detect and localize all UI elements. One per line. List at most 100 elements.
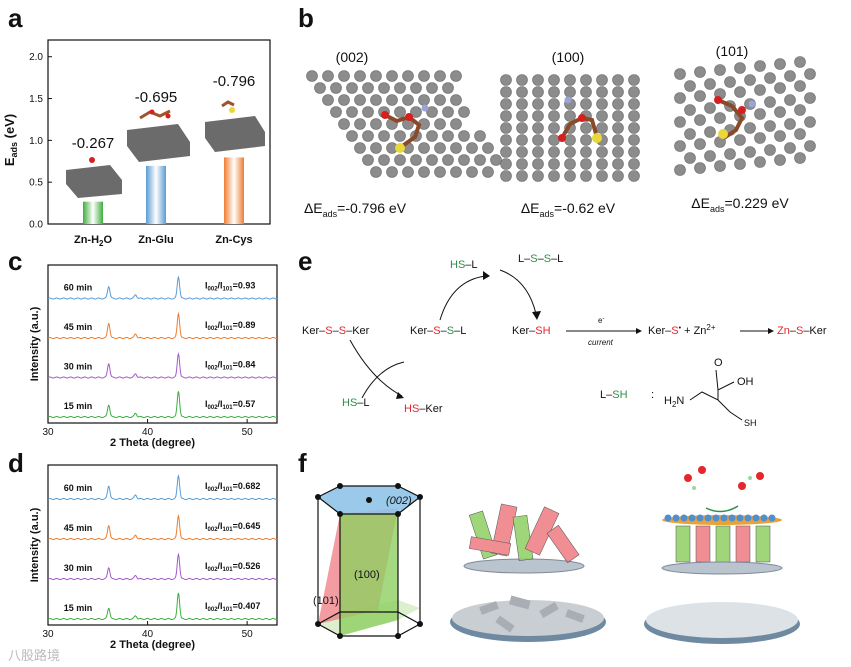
energy-002: ΔEads=-0.796 eV [304,200,407,219]
panelC-ratio-0: I002/I101=0.93 [205,281,255,293]
panelC-xtick-label: 30 [42,427,54,438]
panelD-series-name-2: 30 min [64,563,93,573]
l-sh-label: L–SH [600,389,628,401]
panelD-frame [47,464,278,626]
panelD-xtick-label: 40 [142,629,154,640]
panelC-ratio-2: I002/I101=0.84 [205,360,255,372]
a-ytick-label: 2.0 [29,52,43,63]
ker-sh: Ker–SH [512,325,551,337]
panelD-xlabel: 2 Theta (degree) [110,639,195,651]
zn-s-ker-product: Zn–S–Ker [777,325,827,337]
hs-l-top: HS–L [450,259,478,271]
a-value-label-0: -0.267 [72,135,115,152]
facet-100-label: (100) [552,49,585,65]
slab-zn-cys [205,100,265,152]
a-bar-0 [83,201,103,224]
a-category-0: Zn-H2O [74,234,113,248]
a-ytick-label: 1.0 [29,136,43,147]
panelC-frame [47,264,278,424]
panelC-series-1 [47,311,277,339]
facet-101-label-f: (101) [313,595,339,607]
a-ytick-label: 0.5 [29,178,43,189]
panelD-xtick-label: 50 [242,629,254,640]
hs-l-bottom: HS–L [342,397,370,409]
panelD-series-2 [47,552,278,581]
cysteine-structure: OH O H2N SH [664,357,757,428]
panel-d-xrd-chart: 60 min I002/I101=0.682 45 min I002/I101=0.6… [29,464,278,651]
panel-f-schematic: (002) (100) (101) [313,466,800,644]
slab-zn-h2o [66,157,122,198]
disulfide-l-product: L–S–S–L [518,253,563,265]
a-category-1: Zn-Glu [138,234,173,246]
a-ytick-label: 0.0 [29,220,43,231]
panelC-ylabel: Intensity (a.u.) [29,306,41,381]
energy-100: ΔEads=-0.62 eV [521,200,616,219]
ker-thiyl-radical: Ker–S• + Zn2+ [648,323,716,337]
electron-label: e- [598,316,604,325]
ker-s-s-l: Ker–S–S–L [410,325,466,337]
panelD-ylabel: Intensity (a.u.) [29,507,41,582]
panel-a-bar-chart: 0.0 0.5 1.0 1.5 2.0 -0.267 -0.695 -0.796 Zn-H2… [2,39,271,248]
molecule-100 [558,96,602,143]
ker-s-s-ker: Ker–S–S–Ker [302,325,370,337]
panelD-ratio-1: I002/I101=0.645 [205,521,260,533]
panelC-ratio-1: I002/I101=0.89 [205,320,255,332]
panelD-xtick-label: 30 [42,629,54,640]
random-deposition-illustration [450,503,606,642]
panelD-series-0 [47,474,278,501]
panelC-series-0 [47,275,277,300]
colon: : [651,389,654,401]
facet-101-label: (101) [716,43,749,59]
a-ytick-label: 1.5 [29,94,43,105]
panel-d-letter: d [8,448,24,478]
facet-002-label: (002) [336,49,369,65]
facet-100-label-f: (100) [354,569,380,581]
panelD-ratio-2: I002/I101=0.526 [205,561,260,573]
molecule-101 [714,96,756,140]
panelD-series-name-3: 15 min [64,603,93,613]
panel-a-letter: a [8,3,23,33]
panelD-series-3 [47,592,278,621]
panelC-series-name-3: 15 min [64,401,93,411]
hexagonal-unit-cell: (002) (100) (101) [313,483,423,639]
slab-zn-glu [127,109,190,162]
a-value-label-1: -0.695 [135,89,178,106]
watermark: 八股路境 [8,648,60,664]
panel-b-adsorption-models: (002) (100) (101) ΔEads=-0.796 eV ΔEads=… [304,43,816,219]
energy-101: ΔEads=0.229 eV [691,195,789,214]
panelC-series-name-1: 45 min [64,322,93,332]
cys-oh: OH [737,376,754,388]
cys-o: O [714,357,723,369]
panelC-xtick-label: 40 [142,427,154,438]
panelC-series-name-2: 30 min [64,362,93,372]
panel-f-letter: f [298,448,307,478]
panelD-ratio-0: I002/I101=0.682 [205,481,260,493]
a-category-2: Zn-Cys [215,234,252,246]
panelC-ratio-3: I002/I101=0.57 [205,399,255,411]
panelC-xlabel: 2 Theta (degree) [110,437,195,449]
molecule-002 [381,104,429,153]
panel-e-letter: e [298,246,312,276]
facet-100-plane [340,514,398,636]
a-bar-2 [224,157,244,224]
oriented-deposition-illustration [644,466,800,644]
panelC-xtick-label: 50 [242,427,254,438]
current-label: current [588,338,614,347]
panelD-ratio-3: I002/I101=0.407 [205,601,260,613]
panel-b-letter: b [298,3,314,33]
panel-c-xrd-chart: 60 min I002/I101=0.93 45 min I002/I101=0.89… [29,264,278,449]
panel-e-reaction-scheme: HS–L L–S–S–L Ker–S–S–Ker Ker–S–S–L Ker–S… [302,253,827,428]
panelD-series-name-1: 45 min [64,523,93,533]
panelC-series-2 [47,352,277,379]
panelC-series-name-0: 60 min [64,283,93,293]
cys-h2n: H2N [664,395,684,409]
cys-sh: SH [744,418,757,428]
panelD-series-name-0: 60 min [64,483,93,493]
panel-c-letter: c [8,246,22,276]
a-value-label-2: -0.796 [213,73,256,90]
panelD-series-1 [47,514,278,541]
hs-ker: HS–Ker [404,403,443,415]
a-bar-1 [146,165,166,224]
facet-002-label-f: (002) [386,495,412,507]
